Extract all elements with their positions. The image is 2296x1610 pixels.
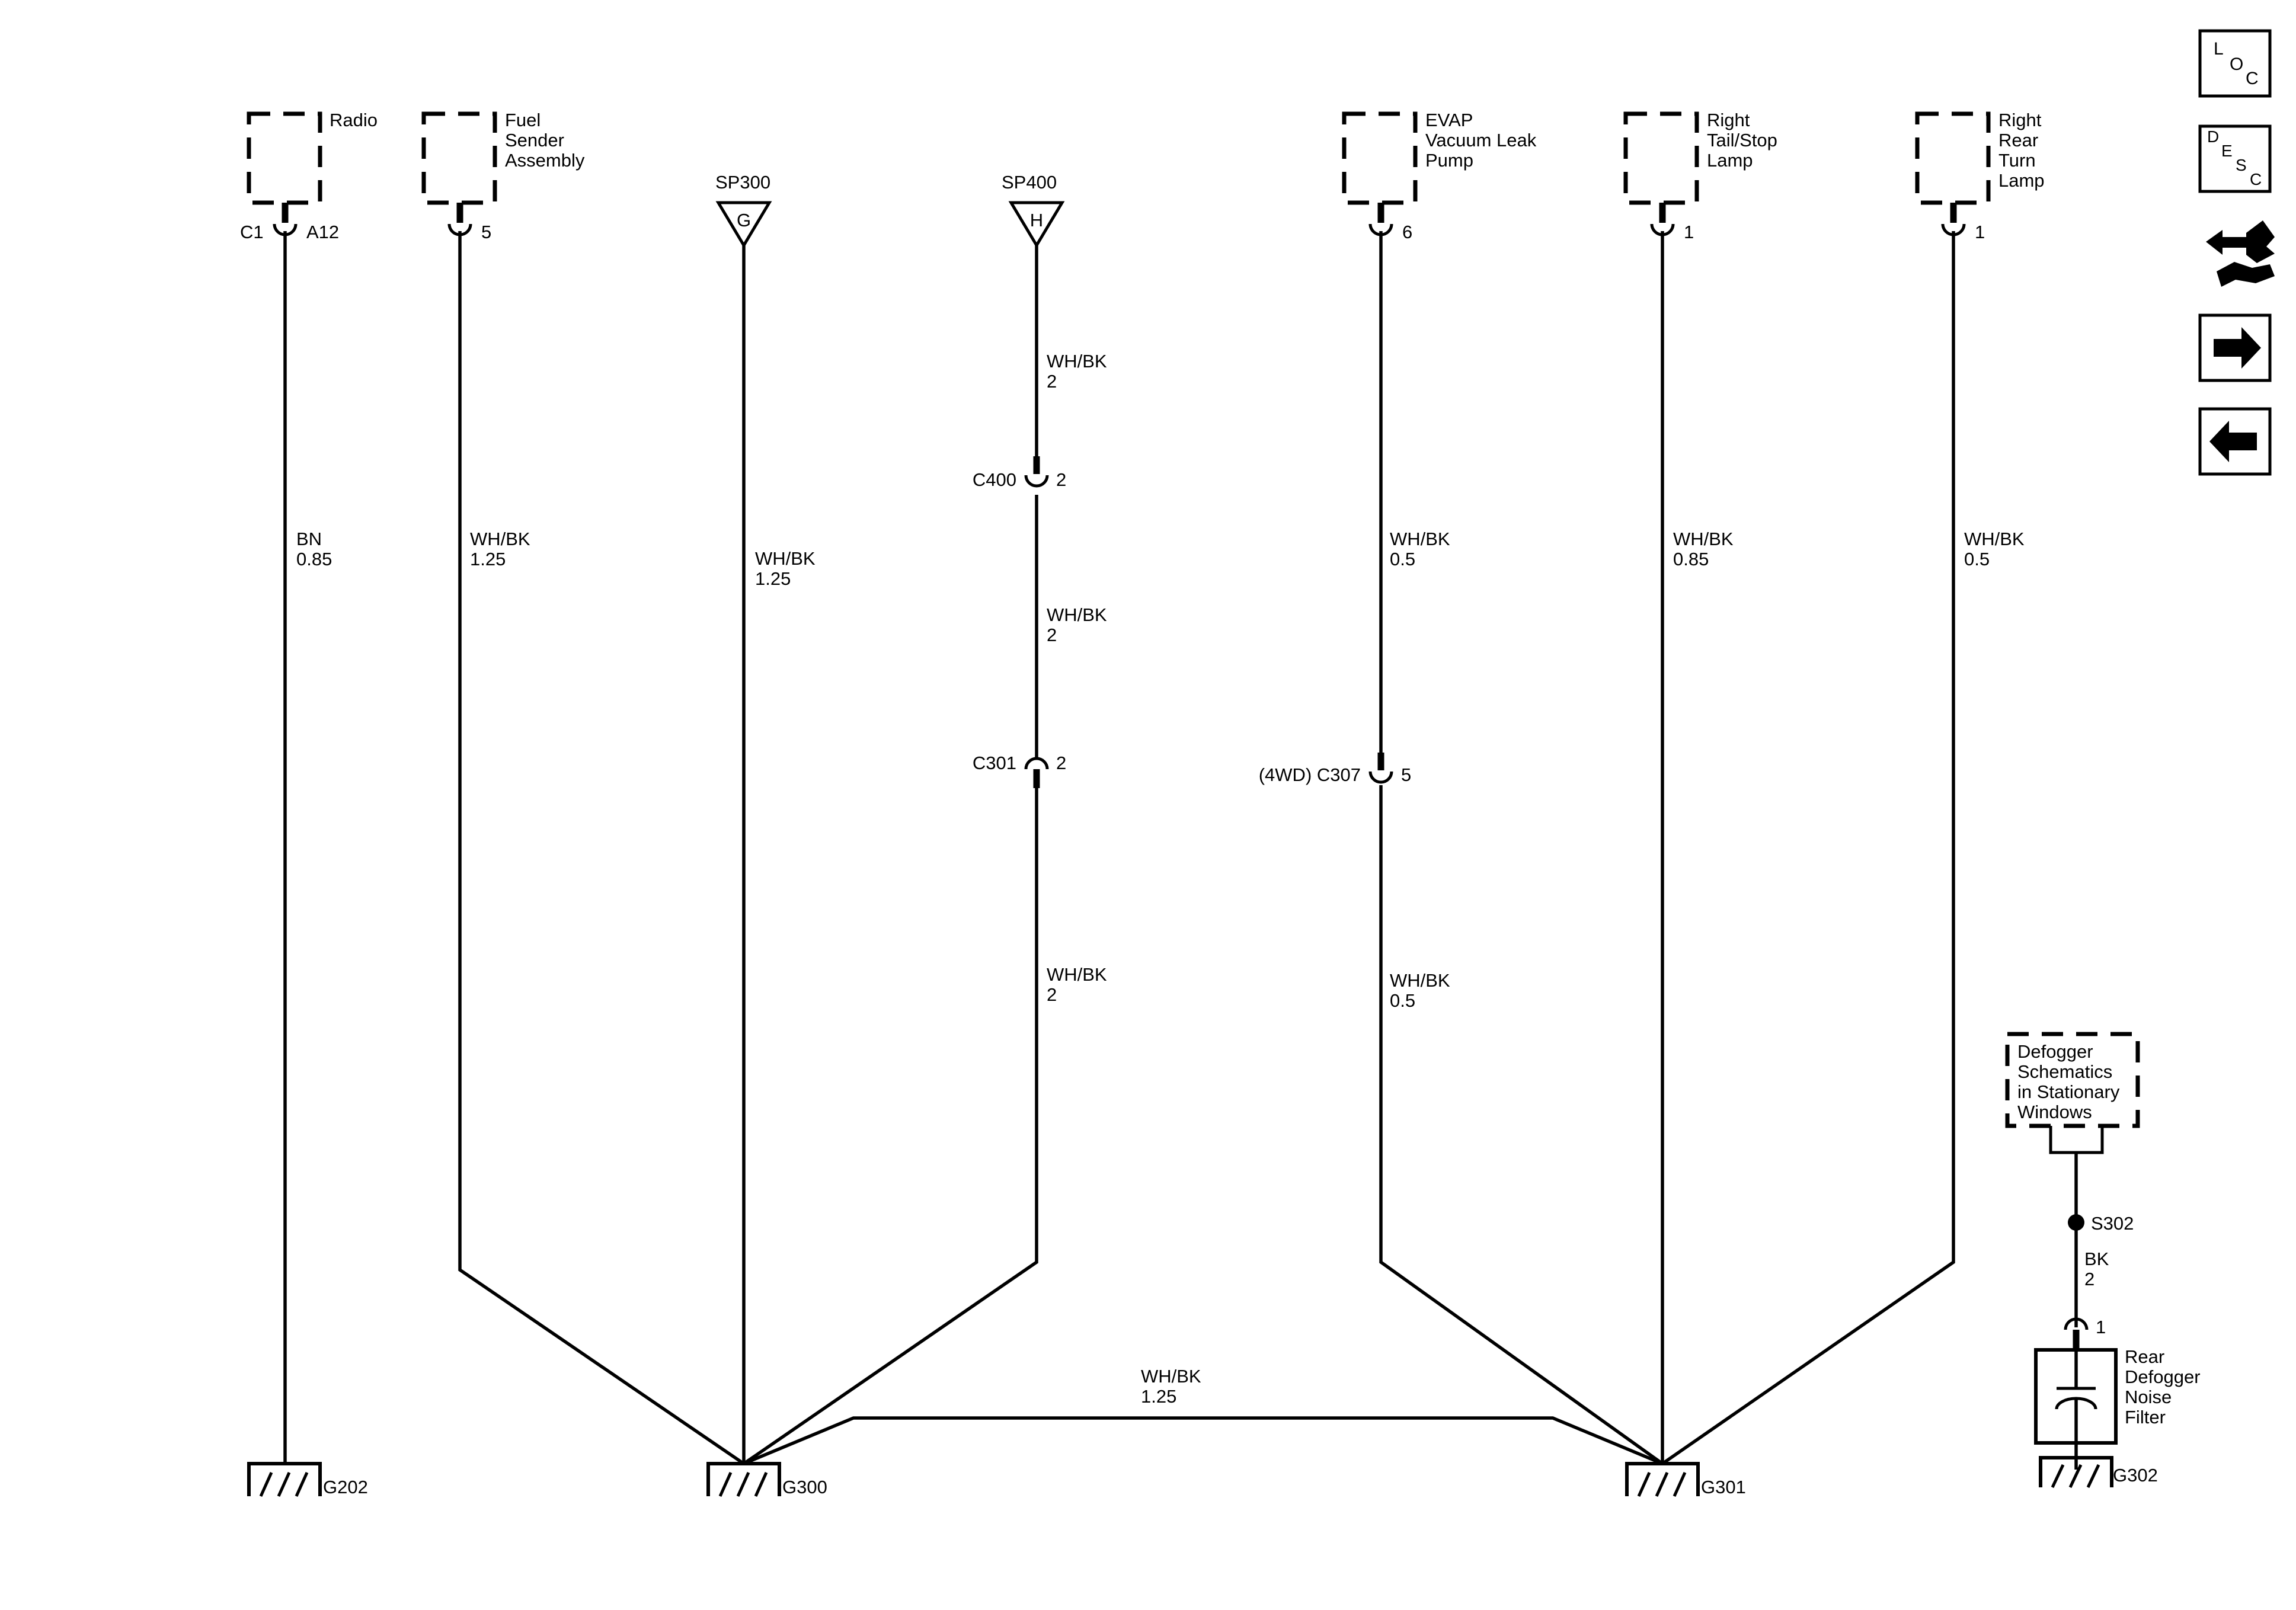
svg-text:L: L <box>2214 39 2224 59</box>
svg-text:G202: G202 <box>323 1477 368 1497</box>
ground-g300: G300 <box>706 1462 827 1497</box>
previous-arrow-icon[interactable] <box>2198 407 2272 476</box>
svg-text:G300: G300 <box>782 1477 827 1497</box>
turn-lamp-connector: 1 <box>1941 203 1985 242</box>
svg-text:H: H <box>1030 210 1043 231</box>
svg-text:6: 6 <box>1402 222 1412 242</box>
svg-text:1: 1 <box>1684 222 1694 242</box>
svg-text:WH/BK1.25: WH/BK1.25 <box>470 529 530 569</box>
tail-lamp-connector: 1 <box>1650 203 1694 242</box>
svg-text:G: G <box>737 210 751 231</box>
svg-text:WH/BK1.25: WH/BK1.25 <box>755 548 816 589</box>
svg-text:2: 2 <box>1056 469 1066 490</box>
svg-text:C400: C400 <box>973 469 1016 490</box>
connector-c301: C301 2 <box>973 753 1066 788</box>
ground-g202: G202 <box>247 1462 368 1497</box>
svg-text:C: C <box>2250 170 2262 188</box>
svg-text:1: 1 <box>1975 222 1985 242</box>
connector-c307: (4WD) C307 5 <box>1259 753 1411 785</box>
desc-button[interactable]: D E S C <box>2198 124 2272 193</box>
svg-text:WH/BK1.25: WH/BK1.25 <box>1141 1366 1201 1407</box>
ground-g301: G301 <box>1625 1462 1746 1497</box>
svg-text:A12: A12 <box>306 222 339 242</box>
fuel-sender-connector: 5 <box>447 203 491 242</box>
svg-text:(4WD) C307: (4WD) C307 <box>1259 764 1361 785</box>
svg-text:WH/BK0.85: WH/BK0.85 <box>1673 529 1734 569</box>
svg-text:WH/BK0.5: WH/BK0.5 <box>1964 529 2025 569</box>
svg-text:5: 5 <box>481 222 491 242</box>
ground-g302: G302 <box>2039 1456 2158 1489</box>
splice-pack-sp300: SP300 G <box>715 172 772 248</box>
svg-text:WH/BK0.5: WH/BK0.5 <box>1390 970 1450 1011</box>
svg-text:SP400: SP400 <box>1002 172 1057 193</box>
radio-component: Radio <box>247 110 378 205</box>
svg-text:C1: C1 <box>240 222 264 242</box>
connector-c400: C400 2 <box>973 456 1066 490</box>
svg-text:BN0.85: BN0.85 <box>296 529 332 569</box>
svg-text:D: D <box>2207 127 2219 146</box>
svg-text:C: C <box>2246 69 2259 88</box>
svg-text:WH/BK2: WH/BK2 <box>1047 604 1107 645</box>
svg-text:Radio: Radio <box>330 110 378 130</box>
svg-text:G302: G302 <box>2113 1465 2158 1486</box>
next-arrow-icon[interactable] <box>2198 313 2272 382</box>
svg-text:5: 5 <box>1401 764 1411 785</box>
svg-text:E: E <box>2221 142 2233 160</box>
splice-s302: S302 <box>2091 1213 2134 1234</box>
diagnostic-icon[interactable] <box>2206 220 2275 287</box>
svg-text:S: S <box>2236 156 2247 174</box>
svg-text:G301: G301 <box>1701 1477 1746 1497</box>
svg-text:O: O <box>2230 55 2243 74</box>
svg-text:1: 1 <box>2096 1317 2106 1337</box>
radio-connector: C1 A12 <box>240 203 339 242</box>
svg-text:WH/BK2: WH/BK2 <box>1047 351 1107 392</box>
svg-text:C301: C301 <box>973 753 1016 773</box>
svg-text:2: 2 <box>1056 753 1066 773</box>
loc-button[interactable]: L O C <box>2198 29 2272 98</box>
evap-connector: 6 <box>1368 203 1412 242</box>
svg-text:BK2: BK2 <box>2084 1249 2109 1289</box>
svg-text:WH/BK2: WH/BK2 <box>1047 964 1107 1005</box>
svg-text:SP300: SP300 <box>715 172 770 193</box>
splice-pack-sp400: SP400 H <box>1002 172 1065 248</box>
svg-text:WH/BK0.5: WH/BK0.5 <box>1390 529 1450 569</box>
